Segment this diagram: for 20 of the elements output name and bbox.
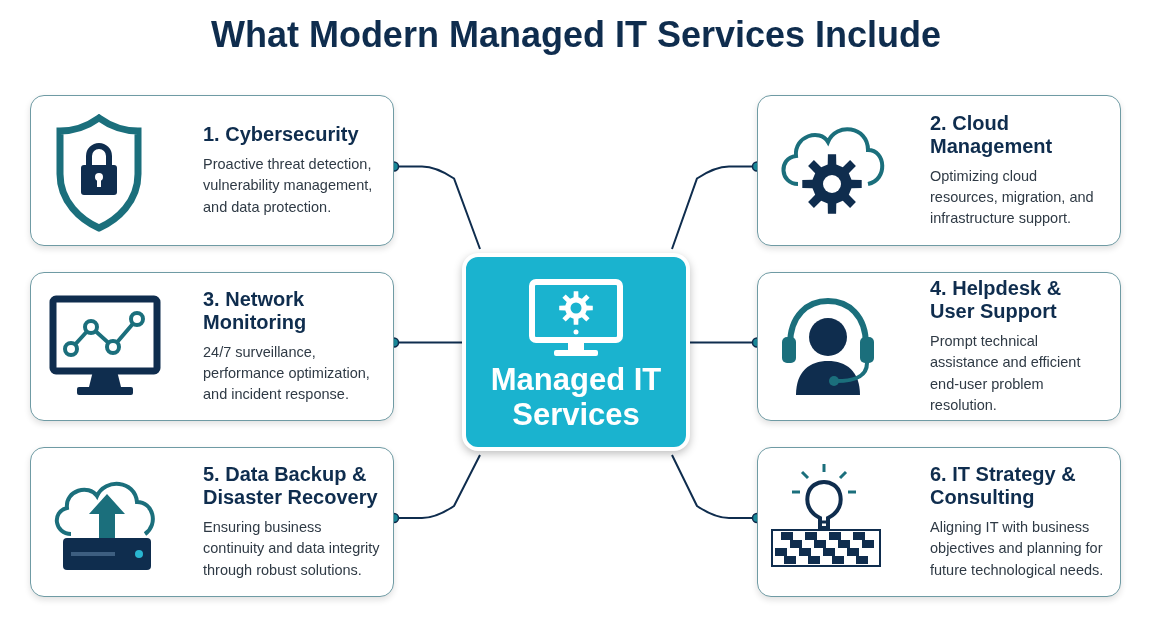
service-card xyxy=(30,272,394,421)
card-description: Proactive threat detection, vulnerability management, and data protection. xyxy=(203,155,374,217)
card-description: Prompt technical assistance and efficient end-user problem resolution. xyxy=(930,332,1082,415)
service-card xyxy=(757,95,1121,246)
center-title: Managed IT Services xyxy=(489,361,663,433)
card-title: 2. Cloud Management xyxy=(930,111,1054,158)
card-description: Optimizing cloud resources, migration, and infrastructure support. xyxy=(930,166,1095,228)
card-title: 4. Helpdesk & User Support xyxy=(930,277,1063,324)
service-card xyxy=(757,272,1121,421)
card-description: Aligning IT with business objectives and planning for future technological needs. xyxy=(930,518,1105,580)
card-title: 5. Data Backup & Disaster Recovery xyxy=(203,463,379,510)
service-card xyxy=(30,95,394,246)
card-description: Ensuring business continuity and data integrity through robust solutions. xyxy=(203,518,381,580)
service-card xyxy=(757,447,1121,597)
service-card xyxy=(30,447,394,597)
card-description: 24/7 surveillance, performance optimization, and incident response. xyxy=(203,342,371,404)
diagram-title: What Modern Managed IT Services Include xyxy=(210,14,942,56)
card-title: 1. Cybersecurity xyxy=(203,123,360,147)
card-title: 3. Network Monitoring xyxy=(203,287,308,334)
card-title: 6. IT Strategy & Consulting xyxy=(930,463,1077,510)
